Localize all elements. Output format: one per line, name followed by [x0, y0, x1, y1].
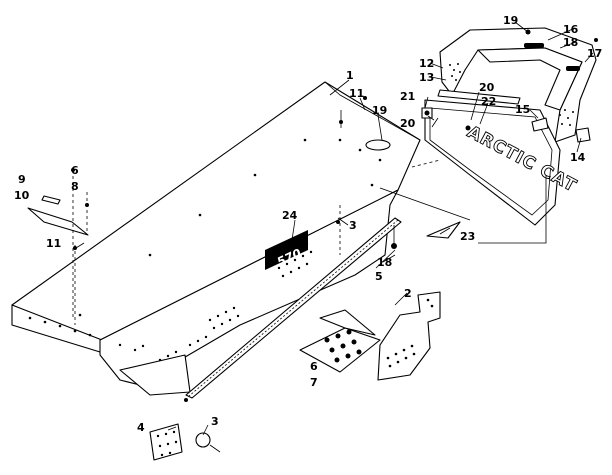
callout-18: 18: [377, 256, 392, 269]
callout-3: 3: [349, 219, 357, 232]
callout-21: 21: [400, 90, 415, 103]
callout-6: 6: [310, 360, 318, 373]
callout-20: 20: [479, 81, 495, 94]
callout-24: 24: [282, 209, 298, 222]
callout-10: 10: [14, 189, 30, 202]
callout-12: 12: [419, 57, 434, 70]
callout-9: 9: [18, 173, 26, 186]
callout-8: 8: [71, 180, 79, 193]
plate: [149, 423, 183, 461]
left-bracket: [27, 195, 89, 236]
callout-1: 1: [346, 69, 354, 82]
callout-16: 16: [563, 23, 579, 36]
callout-20: 20: [400, 117, 416, 130]
foot-bracket: [299, 309, 381, 373]
callout-18: 18: [563, 36, 578, 49]
callout-15: 15: [515, 103, 530, 116]
callout-3: 3: [211, 415, 219, 428]
callout-14: 14: [570, 151, 586, 164]
callout-5: 5: [375, 270, 383, 283]
tunnel-panel: [11, 81, 421, 396]
callout-19: 19: [503, 14, 518, 27]
callout-2: 2: [404, 287, 412, 300]
snow-flap: ARCTIC CAT: [424, 89, 580, 226]
callout-22: 22: [481, 95, 496, 108]
callout-labels: 1 2 3 3 4 5 6 6 7 8 9 10 11 11 12 13 14 …: [14, 14, 602, 434]
callout-23: 23: [460, 230, 475, 243]
callout-7: 7: [310, 376, 318, 389]
leader-lines: [72, 21, 594, 436]
callout-4: 4: [137, 421, 145, 434]
callout-13: 13: [419, 71, 434, 84]
callout-17: 17: [587, 47, 602, 60]
callout-11: 11: [46, 237, 61, 250]
side-bracket: [377, 291, 441, 381]
washer: [195, 432, 221, 453]
callout-11: 11: [349, 87, 364, 100]
decal-triangle: [426, 221, 461, 239]
running-board-strip: [185, 217, 402, 399]
fasteners: [71, 96, 433, 402]
callout-19: 19: [372, 104, 387, 117]
rear-bumper: [439, 27, 598, 143]
callout-6: 6: [71, 164, 79, 177]
